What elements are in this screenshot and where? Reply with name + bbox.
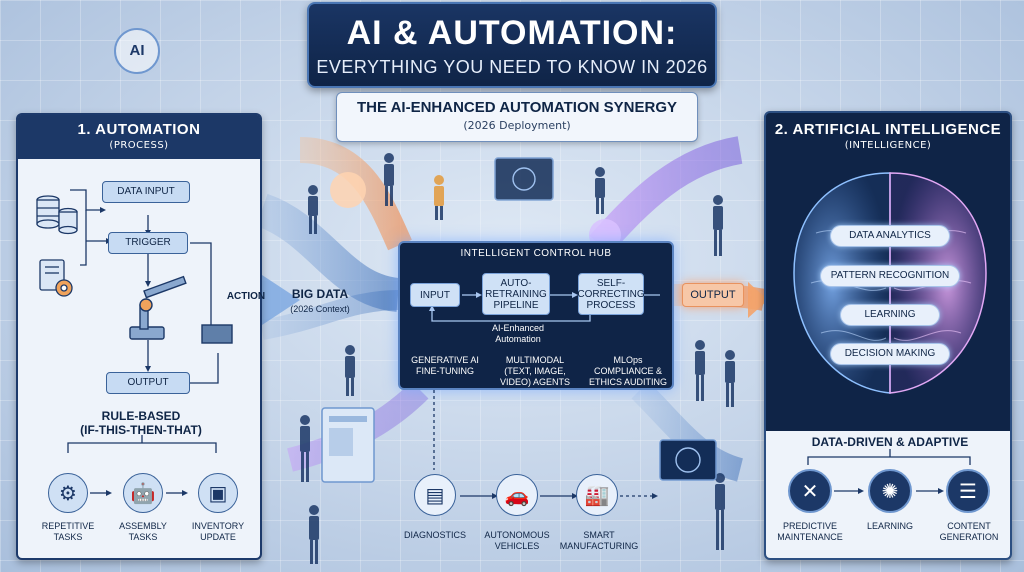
ai-panel: 2. ARTIFICIAL INTELLIGENCE (INTELLIGENCE… <box>764 111 1012 560</box>
rule-based-sub: (IF-THIS-THEN-THAT) <box>80 423 202 437</box>
main-subtitle: EVERYTHING YOU NEED TO KNOW IN 2026 <box>316 57 708 77</box>
big-data-label: BIG DATA <box>291 287 349 301</box>
synergy-subtitle: (2026 Deployment) <box>463 119 571 132</box>
monitor-icon <box>321 407 375 483</box>
capability-learning: LEARNING <box>840 304 940 326</box>
hub-input: INPUT <box>410 283 460 307</box>
arrow-output-loop <box>190 353 219 384</box>
arrow-right-panel <box>748 282 768 318</box>
person-figure <box>713 195 723 256</box>
person-figure <box>309 505 319 564</box>
automation-header: 1. AUTOMATION (PROCESS) <box>18 115 260 159</box>
factory-icon: 🏭 <box>576 474 618 516</box>
flow-trigger: TRIGGER <box>108 232 188 254</box>
person-figure <box>384 153 394 206</box>
wrench-icon: ✕ <box>788 469 832 513</box>
intelligent-control-hub: INTELLIGENT CONTROL HUB INPUT AUTO-RETRA… <box>398 241 674 390</box>
big-data-context: (2026 Context) <box>290 304 350 314</box>
ai-badge-icon: AI <box>114 28 160 74</box>
person-figure <box>595 167 605 214</box>
capability-pattern-recognition: PATTERN RECOGNITION <box>820 265 960 287</box>
arrow-db-to-input <box>70 189 100 211</box>
person-figure <box>300 415 310 482</box>
title-banner: AI & AUTOMATION: EVERYTHING YOU NEED TO … <box>307 2 717 88</box>
hub-title: INTELLIGENT CONTROL HUB <box>460 248 612 259</box>
capability-data-analytics: DATA ANALYTICS <box>830 225 950 247</box>
hub-output: OUTPUT <box>682 283 744 307</box>
rule-based-label: RULE-BASED <box>101 409 181 423</box>
ai-subtitle: (INTELLIGENCE) <box>844 140 932 151</box>
learning-brain-icon: ✺ <box>868 469 912 513</box>
glow-orb-left <box>330 172 366 208</box>
capability-decision-making: DECISION MAKING <box>830 343 950 365</box>
arrow-left-panel <box>262 275 300 325</box>
person-figure <box>725 350 735 407</box>
stream-left <box>255 193 401 312</box>
car-icon: 🚗 <box>496 474 538 516</box>
ai-tagline: DATA-DRIVEN & ADAPTIVE <box>811 435 969 449</box>
brain-screen-icon <box>659 439 717 481</box>
document-gear-icon <box>39 259 73 297</box>
flow-action-label: ACTION <box>226 291 266 302</box>
robot-icon: 🤖 <box>123 473 163 513</box>
automation-flow-arrows <box>36 189 233 496</box>
arrow-loop-right <box>190 242 212 325</box>
ai-examples-arrows <box>807 449 971 494</box>
flow-data-input: DATA INPUT <box>102 181 190 203</box>
person-figure <box>345 345 355 396</box>
automation-panel: 1. AUTOMATION (PROCESS) <box>16 113 265 560</box>
person-figure <box>715 473 725 550</box>
document-icon: ☰ <box>946 469 990 513</box>
worker-figure <box>434 175 444 220</box>
stream-top-orange <box>299 137 412 251</box>
stream-left-2 <box>260 290 399 340</box>
synergy-title: THE AI-ENHANCED AUTOMATION SYNERGY <box>356 99 677 116</box>
main-title: AI & AUTOMATION: <box>346 14 678 52</box>
automation-subtitle: (PROCESS) <box>109 140 169 151</box>
hologram-panel-icon <box>494 157 554 201</box>
diagnostics-icon: ▤ <box>414 474 456 516</box>
ai-title: 2. ARTIFICIAL INTELLIGENCE <box>774 121 1002 138</box>
ai-header: 2. ARTIFICIAL INTELLIGENCE (INTELLIGENCE… <box>766 113 1010 151</box>
worker-icon: ⚙ <box>48 473 88 513</box>
arrow-db-branch <box>80 210 87 266</box>
flow-output: OUTPUT <box>106 372 190 394</box>
hub-feature-multimodal: MULTIMODAL(TEXT, IMAGE,VIDEO) AGENTS <box>499 355 570 387</box>
package-icon: ▣ <box>198 473 238 513</box>
robot-arm-icon <box>129 275 233 344</box>
person-figure <box>695 340 705 401</box>
app-diagnostics: DIAGNOSTICS <box>403 530 466 540</box>
synergy-callout: THE AI-ENHANCED AUTOMATION SYNERGY (2026… <box>336 92 698 142</box>
person-figure <box>308 185 318 234</box>
database-icon <box>36 195 78 235</box>
ai-example-learning: LEARNING <box>866 521 913 531</box>
automation-title: 1. AUTOMATION <box>77 121 201 138</box>
brain-icon <box>793 172 987 394</box>
